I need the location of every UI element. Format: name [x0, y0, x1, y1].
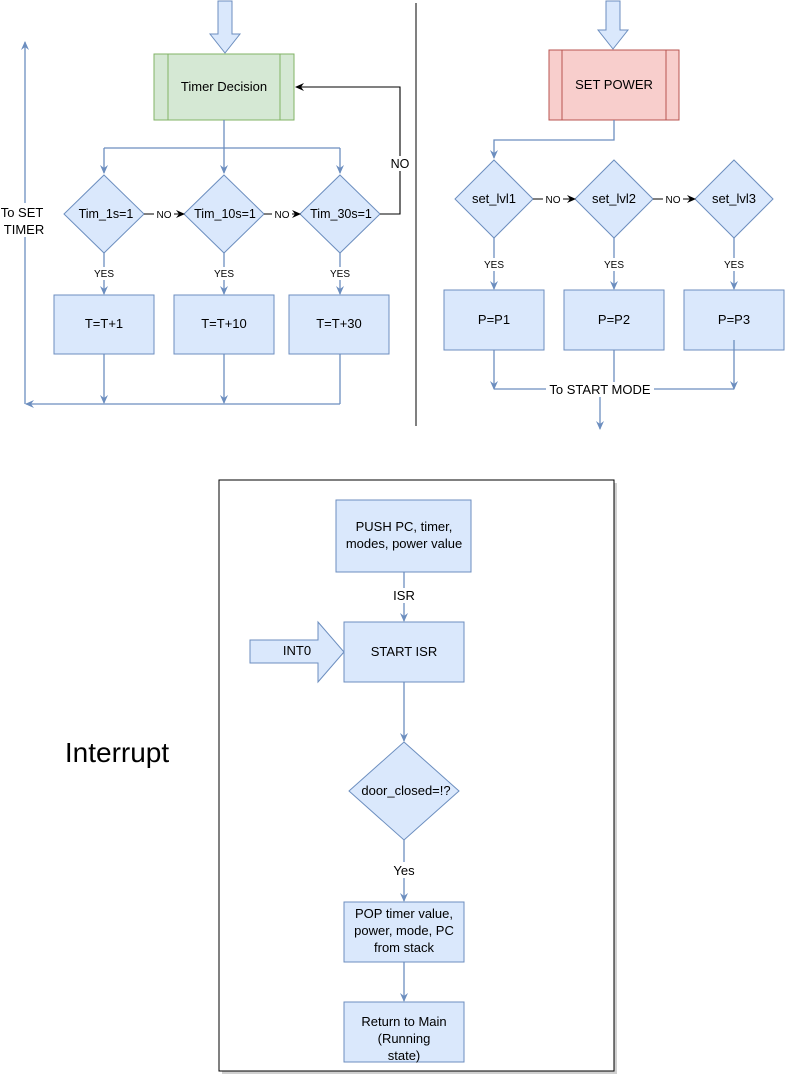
decision-tim-10s-label: Tim_10s=1 [194, 207, 256, 221]
start-isr-label: START ISR [371, 644, 437, 659]
decision-set-lvl2-label: set_lvl2 [592, 191, 636, 206]
int0-arrow [249, 620, 345, 684]
interrupt-title: Interrupt [65, 737, 169, 768]
return-main-box [343, 1001, 465, 1063]
pop-label-3: from stack [374, 940, 434, 955]
return-label-1: Return to Main [361, 1014, 446, 1029]
no-label-1: NO [157, 210, 172, 221]
set-power-label: SET POWER [575, 77, 653, 92]
no-loop-label: NO [391, 157, 410, 171]
pop-label-1: POP timer value, [355, 906, 453, 921]
power-section: SET POWER set_lvl1 set_lvl2 set_lvl3 NO … [443, 0, 785, 430]
action-t-plus-30 [288, 294, 390, 355]
power-yes-label-1: YES [484, 260, 504, 271]
pop-label-2: power, mode, PC [354, 923, 454, 938]
action-t-plus-30-label: T=T+30 [316, 316, 362, 331]
push-box [335, 499, 472, 573]
to-start-mode-label: To START MODE [549, 382, 650, 397]
return-label-3: state) [388, 1048, 421, 1063]
timer-entry-arrow [208, 0, 242, 54]
action-p1-label: P=P1 [478, 312, 510, 327]
decision-set-lvl1-label: set_lvl1 [472, 191, 516, 206]
return-label-2: (Running [378, 1031, 431, 1046]
start-isr-box [343, 621, 465, 683]
decision-tim-30s-label: Tim_30s=1 [310, 207, 372, 221]
int0-label: INT0 [283, 643, 311, 658]
push-label-1: PUSH PC, timer, [356, 519, 453, 534]
yes-label-1: YES [94, 269, 114, 280]
decision-set-lvl3-label: set_lvl3 [712, 191, 756, 206]
power-no-label-1: NO [546, 195, 561, 206]
door-closed-label: door_closed=!? [361, 783, 450, 798]
action-t-plus-1-label: T=T+1 [85, 316, 123, 331]
power-yes-label-2: YES [604, 260, 624, 271]
action-t-plus-1 [53, 294, 155, 355]
timer-decision-label: Timer Decision [181, 79, 267, 94]
action-t-plus-10 [173, 294, 275, 355]
yes-label-3: YES [330, 269, 350, 280]
power-yes-label-3: YES [724, 260, 744, 271]
power-entry-arrow [596, 0, 630, 50]
action-p3-label: P=P3 [718, 312, 750, 327]
power-no-label-2: NO [666, 195, 681, 206]
no-label-2: NO [275, 210, 290, 221]
to-set-timer-label: To SET [1, 205, 44, 220]
yes-door-label: Yes [393, 863, 415, 878]
isr-label: ISR [393, 588, 415, 603]
action-p2-label: P=P2 [598, 312, 630, 327]
timer-section: Timer Decision Tim_1s=1 Tim_10s=1 Tim_30… [0, 0, 412, 408]
to-set-timer-label-2: TIMER [4, 222, 44, 237]
pop-box [343, 901, 465, 963]
decision-tim-1s-label: Tim_1s=1 [79, 207, 134, 221]
yes-label-2: YES [214, 269, 234, 280]
action-t-plus-10-label: T=T+10 [201, 316, 247, 331]
timer-decision-box [153, 53, 295, 121]
push-label-2: modes, power value [346, 536, 462, 551]
set-power-box [548, 49, 680, 121]
interrupt-section: Interrupt PUSH PC, timer, modes, power v… [65, 479, 617, 1074]
